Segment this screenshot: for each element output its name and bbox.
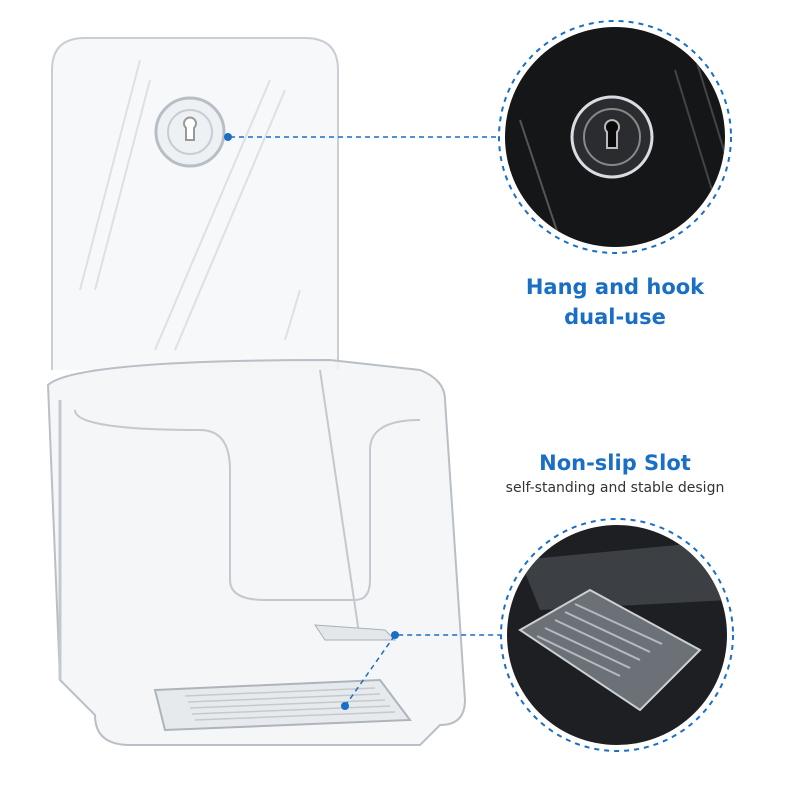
non-slip-slot [153,678,412,732]
brochure-holder [46,37,467,746]
callout-dot [341,702,349,710]
feature-title-line: Hang and hook [525,275,705,299]
feature-slot-subtitle: self-standing and stable design [505,480,725,496]
detail-circle-hook [498,20,732,254]
callout-connectors [230,136,500,707]
callout-dot [391,631,399,639]
feature-hang-title: Hang and hook dual-use [490,272,740,332]
callout-dot [224,133,232,141]
feature-slot-title: Non-slip Slot [539,451,691,475]
feature-title-line: dual-use [564,305,666,329]
detail-circle-slot [500,518,734,752]
